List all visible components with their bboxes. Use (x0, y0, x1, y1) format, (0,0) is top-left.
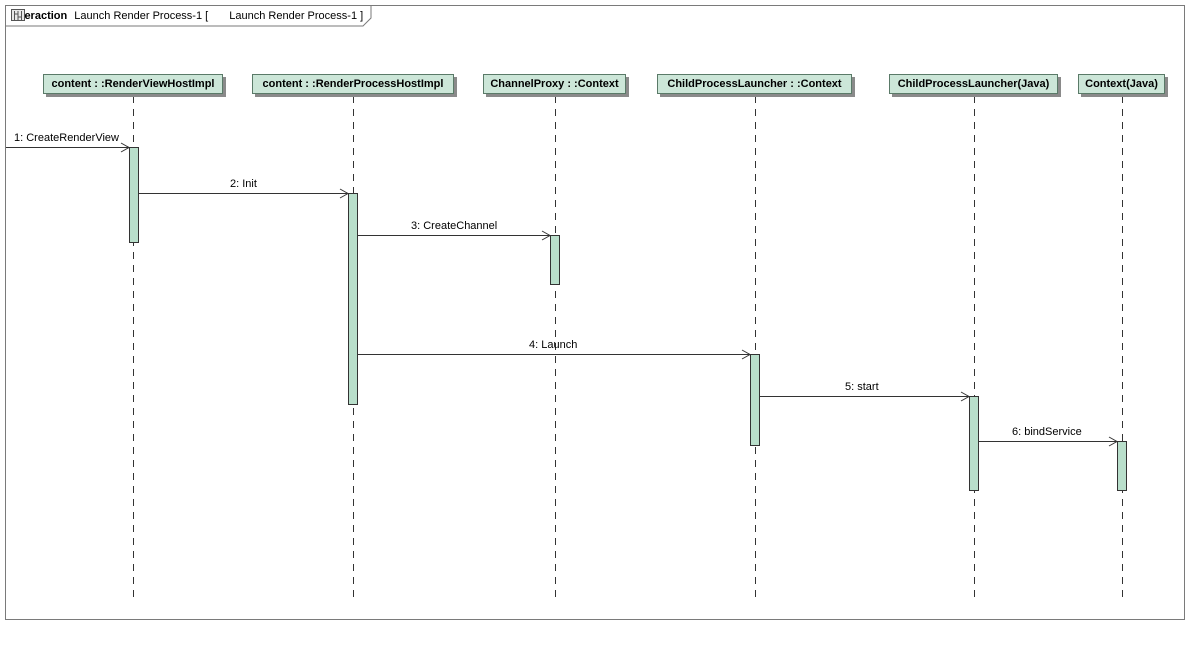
message-3-arrow[interactable] (358, 230, 552, 241)
lifeline-head-rph[interactable]: content : :RenderProcessHostImpl (252, 74, 454, 94)
message-2-arrow[interactable] (139, 188, 350, 199)
activation-cpl[interactable] (750, 354, 760, 446)
frame-name: Launch Render Process-1 (74, 10, 203, 22)
activation-rvh[interactable] (129, 147, 139, 243)
frame-close-bracket: ] (360, 10, 364, 22)
interaction-frame: interaction Launch Render Process-1 [ La… (5, 5, 1185, 620)
frame-tab-outline (6, 6, 372, 27)
message-1-label: 1: CreateRenderView (14, 132, 119, 144)
frame-open-bracket: [ (205, 10, 209, 22)
message-5-arrow[interactable] (760, 391, 971, 402)
lifeline-head-cpl[interactable]: ChildProcessLauncher : :Context (657, 74, 852, 94)
activation-cp[interactable] (550, 235, 560, 285)
lifeline-head-cplj[interactable]: ChildProcessLauncher(Java) (889, 74, 1058, 94)
message-1-arrow[interactable] (6, 142, 131, 153)
frame-title: interaction Launch Render Process-1 [ La… (11, 9, 363, 23)
message-2-label: 2: Init (230, 178, 257, 190)
message-6-arrow[interactable] (979, 436, 1119, 447)
message-4-label: 4: Launch (529, 339, 578, 351)
frame-ref-name[interactable]: Launch Render Process-1 (229, 10, 358, 22)
lifeline-head-rvh[interactable]: content : :RenderViewHostImpl (43, 74, 223, 94)
lifeline-head-cp[interactable]: ChannelProxy : :Context (483, 74, 626, 94)
activation-cplj[interactable] (969, 396, 979, 491)
lifeline-head-ctxj[interactable]: Context(Java) (1078, 74, 1165, 94)
activation-ctxj[interactable] (1117, 441, 1127, 491)
activation-rph[interactable] (348, 193, 358, 405)
message-6-label: 6: bindService (1012, 426, 1082, 438)
message-4-arrow[interactable] (358, 349, 752, 360)
sequence-diagram-icon[interactable] (11, 9, 227, 21)
message-3-label: 3: CreateChannel (411, 220, 498, 232)
frame-keyword: interaction (11, 10, 68, 22)
message-5-label: 5: start (845, 381, 879, 393)
